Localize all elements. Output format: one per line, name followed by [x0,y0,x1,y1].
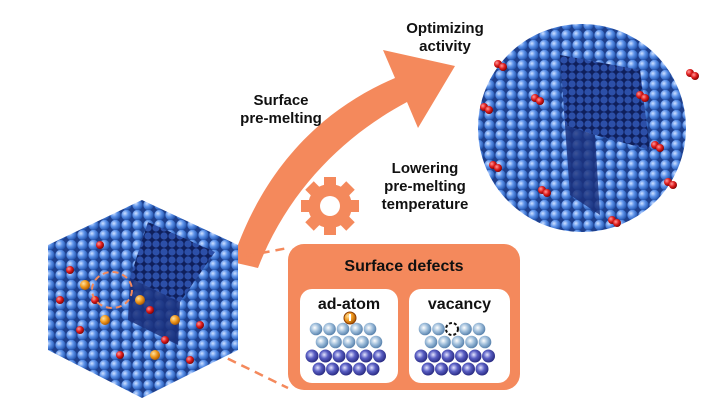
surface-atom [472,322,486,336]
highlight-circle [91,271,133,309]
adsorbate-atom [494,164,502,172]
adsorbate-atom [56,296,64,304]
bulk-atom [353,362,366,376]
label-line: temperature [381,196,469,213]
surface-atom [478,335,492,349]
vacancy-site [445,322,459,336]
defects-box-title: Surface defects [344,258,464,275]
bulk-atom [441,349,455,363]
adsorbate-atom [146,306,154,314]
adsorbate-atom [66,266,74,274]
defect-atom [80,280,90,290]
ad-atom-mark [349,314,351,321]
surface-atom [336,322,350,336]
vacancy-label: vacancy [427,296,492,313]
label-line: Surface [253,92,309,109]
surface-atom [418,322,432,336]
nanocrystal-cube [48,200,238,398]
bulk-atom [332,349,346,363]
bulk-atom [366,362,380,376]
bulk-atom [475,362,489,376]
bulk-atom [373,349,386,363]
bulk-atom [428,349,441,363]
bulk-atom [468,349,482,363]
surface-atom [459,322,472,336]
defect-atom [135,295,145,305]
defect-atom [150,350,160,360]
adsorbate-atom [669,181,677,189]
surface-atom [438,335,451,349]
bulk-atom [305,349,319,363]
surface-atom [350,322,363,336]
surface-atom [356,335,369,349]
adsorbate-atom [116,351,124,359]
adsorbate-atom [499,63,507,71]
adsorbate-atom [613,219,621,227]
label-optimizing-activity: Optimizing activity [395,20,495,56]
surface-atom [309,322,323,336]
surface-atom [432,322,445,336]
bulk-atom [414,349,428,363]
bulk-atom [312,362,326,376]
defect-atom [100,315,110,325]
adsorbate-atom [161,336,169,344]
label-surface-premelting: Surface pre-melting [236,92,326,128]
bulk-atom [455,349,468,363]
bulk-atom [359,349,373,363]
adsorbate-atom [656,144,664,152]
surface-atom [369,335,383,349]
bulk-atom [326,362,339,376]
surface-atom [315,335,329,349]
nanoparticle-sphere [478,24,699,232]
adsorbate-atom [536,97,544,105]
bulk-atom [448,362,462,376]
bulk-atom [346,349,359,363]
adsorbate-atom [196,321,204,329]
defect-atom [170,315,180,325]
surface-atom [363,322,377,336]
surface-atom [329,335,342,349]
label-line: Optimizing [406,20,484,37]
bulk-atom [339,362,353,376]
bulk-atom [482,349,495,363]
surface-atom [451,335,465,349]
bulk-atom [435,362,448,376]
label-line: Lowering [391,160,459,177]
adsorbate-atom [691,72,699,80]
label-lowering-temperature: Lowering pre-melting temperature [370,160,480,214]
surface-atom [342,335,356,349]
bulk-atom [421,362,435,376]
bulk-atom [462,362,475,376]
adsorbate-atom [186,356,194,364]
adsorbate-atom [76,326,84,334]
adsorbate-atom [485,106,493,114]
bulk-atom [319,349,332,363]
adsorbate-atom [641,94,649,102]
label-line: pre-melting [384,178,466,195]
label-line: pre-melting [240,110,322,127]
surface-atom [465,335,478,349]
surface-atom [323,322,336,336]
surface-atom [424,335,438,349]
gear-icon [301,177,359,235]
label-line: activity [419,38,471,55]
adsorbate-atom [543,189,551,197]
process-arrow [232,50,455,268]
adsorbate-atom [96,241,104,249]
ad-atom-label: ad-atom [317,296,381,313]
